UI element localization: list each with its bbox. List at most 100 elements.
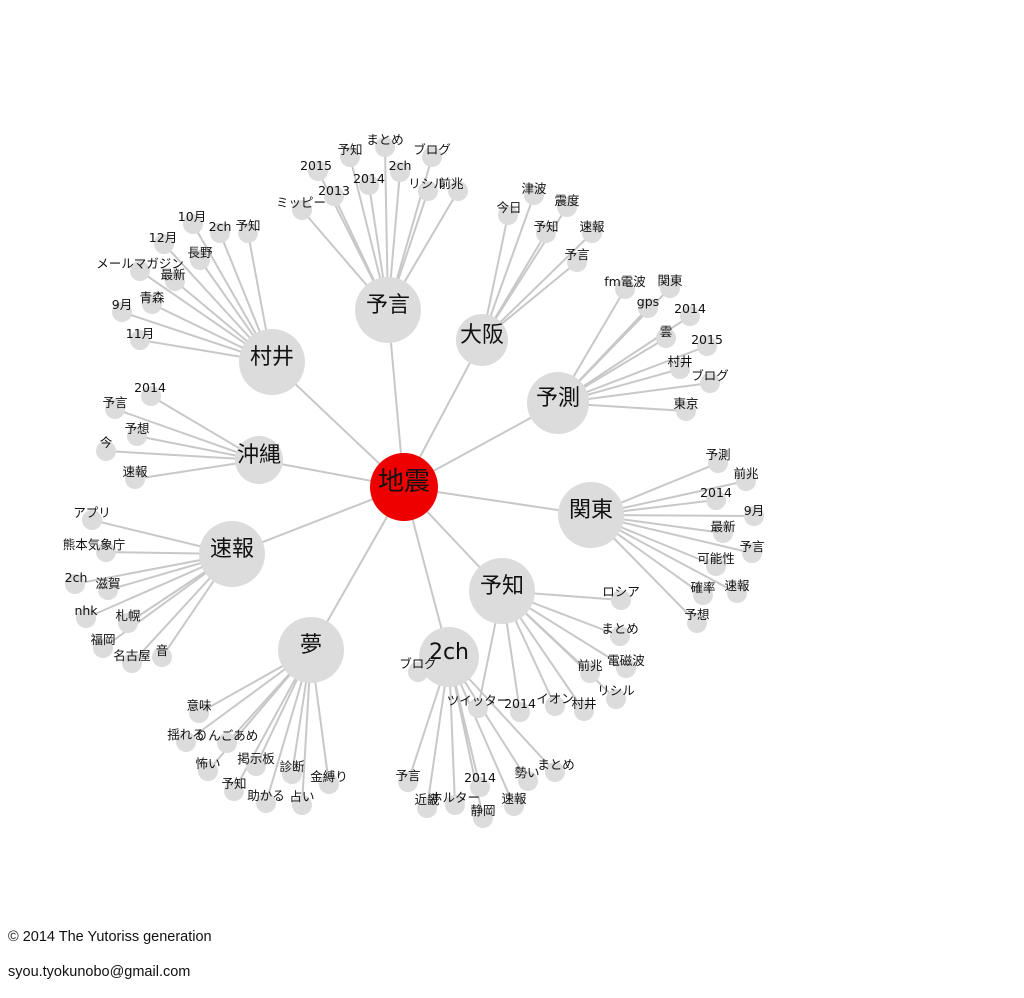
- leaf-node[interactable]: [141, 386, 161, 406]
- leaf-node[interactable]: [468, 698, 488, 718]
- leaf-node[interactable]: [606, 689, 626, 709]
- leaf-node[interactable]: [742, 543, 762, 563]
- leaf-node[interactable]: [210, 223, 230, 243]
- leaf-node[interactable]: [510, 702, 530, 722]
- leaf-node[interactable]: [165, 271, 185, 291]
- leaf-node[interactable]: [700, 373, 720, 393]
- leaf-node[interactable]: [660, 278, 680, 298]
- leaf-node[interactable]: [574, 701, 594, 721]
- leaf-node[interactable]: [142, 294, 162, 314]
- leaf-node[interactable]: [418, 181, 438, 201]
- leaf-node[interactable]: [422, 147, 442, 167]
- leaf-node[interactable]: [676, 401, 696, 421]
- leaf-node[interactable]: [96, 542, 116, 562]
- leaf-node[interactable]: [359, 175, 379, 195]
- leaf-node[interactable]: [448, 181, 468, 201]
- leaf-node[interactable]: [125, 469, 145, 489]
- leaf-node[interactable]: [736, 471, 756, 491]
- hub-node[interactable]: [419, 627, 479, 687]
- leaf-node[interactable]: [706, 556, 726, 576]
- leaf-node[interactable]: [611, 590, 631, 610]
- leaf-node[interactable]: [693, 585, 713, 605]
- hub-node[interactable]: [558, 482, 624, 548]
- leaf-node[interactable]: [82, 510, 102, 530]
- center-node[interactable]: [370, 453, 438, 521]
- leaf-node[interactable]: [610, 626, 630, 646]
- leaf-node[interactable]: [545, 696, 565, 716]
- leaf-node[interactable]: [445, 795, 465, 815]
- leaf-node[interactable]: [713, 523, 733, 543]
- leaf-node[interactable]: [238, 223, 258, 243]
- leaf-node[interactable]: [582, 223, 602, 243]
- leaf-node[interactable]: [375, 137, 395, 157]
- leaf-node[interactable]: [152, 647, 172, 667]
- hub-node[interactable]: [469, 558, 535, 624]
- leaf-node[interactable]: [292, 200, 312, 220]
- leaf-node[interactable]: [127, 426, 147, 446]
- leaf-node[interactable]: [65, 574, 85, 594]
- leaf-node[interactable]: [744, 506, 764, 526]
- leaf-node[interactable]: [638, 298, 658, 318]
- leaf-node[interactable]: [706, 490, 726, 510]
- hub-node[interactable]: [355, 277, 421, 343]
- leaf-node[interactable]: [545, 762, 565, 782]
- leaf-node[interactable]: [98, 580, 118, 600]
- leaf-node[interactable]: [524, 185, 544, 205]
- leaf-node[interactable]: [708, 453, 728, 473]
- leaf-node[interactable]: [398, 772, 418, 792]
- leaf-node[interactable]: [473, 808, 493, 828]
- leaf-node[interactable]: [176, 732, 196, 752]
- leaf-node[interactable]: [154, 234, 174, 254]
- leaf-node[interactable]: [282, 764, 302, 784]
- leaf-node[interactable]: [93, 638, 113, 658]
- leaf-node[interactable]: [557, 197, 577, 217]
- leaf-node[interactable]: [189, 703, 209, 723]
- leaf-node[interactable]: [122, 653, 142, 673]
- leaf-node[interactable]: [198, 761, 218, 781]
- leaf-node[interactable]: [697, 336, 717, 356]
- leaf-node[interactable]: [118, 613, 138, 633]
- leaf-node[interactable]: [130, 261, 150, 281]
- leaf-node[interactable]: [536, 223, 556, 243]
- leaf-node[interactable]: [224, 781, 244, 801]
- leaf-node[interactable]: [580, 663, 600, 683]
- leaf-node[interactable]: [670, 359, 690, 379]
- leaf-node[interactable]: [76, 608, 96, 628]
- leaf-node[interactable]: [319, 774, 339, 794]
- leaf-node[interactable]: [504, 796, 524, 816]
- leaf-label: 長野: [187, 245, 213, 260]
- leaf-node[interactable]: [727, 583, 747, 603]
- leaf-node[interactable]: [217, 733, 237, 753]
- leaf-node[interactable]: [417, 798, 437, 818]
- hub-node[interactable]: [278, 617, 344, 683]
- leaf-node[interactable]: [616, 658, 636, 678]
- leaf-label: 今日: [496, 200, 521, 215]
- leaf-node[interactable]: [292, 795, 312, 815]
- leaf-node[interactable]: [190, 250, 210, 270]
- leaf-node[interactable]: [656, 328, 676, 348]
- leaf-node[interactable]: [518, 771, 538, 791]
- leaf-node[interactable]: [615, 279, 635, 299]
- leaf-node[interactable]: [130, 330, 150, 350]
- hub-node[interactable]: [199, 521, 265, 587]
- leaf-node[interactable]: [308, 161, 328, 181]
- leaf-node[interactable]: [498, 205, 518, 225]
- leaf-node[interactable]: [567, 252, 587, 272]
- hub-node[interactable]: [456, 314, 508, 366]
- leaf-node[interactable]: [687, 613, 707, 633]
- leaf-node[interactable]: [96, 441, 116, 461]
- leaf-node[interactable]: [680, 306, 700, 326]
- leaf-node[interactable]: [340, 147, 360, 167]
- hub-node[interactable]: [235, 436, 283, 484]
- hub-node[interactable]: [239, 329, 305, 395]
- leaf-node[interactable]: [183, 214, 203, 234]
- leaf-node[interactable]: [256, 793, 276, 813]
- leaf-node[interactable]: [105, 399, 125, 419]
- hub-node[interactable]: [527, 372, 589, 434]
- leaf-label: 予想: [684, 607, 709, 622]
- leaf-node[interactable]: [324, 186, 344, 206]
- leaf-node[interactable]: [470, 777, 490, 797]
- leaf-node[interactable]: [390, 162, 410, 182]
- leaf-node[interactable]: [246, 756, 266, 776]
- leaf-node[interactable]: [112, 302, 132, 322]
